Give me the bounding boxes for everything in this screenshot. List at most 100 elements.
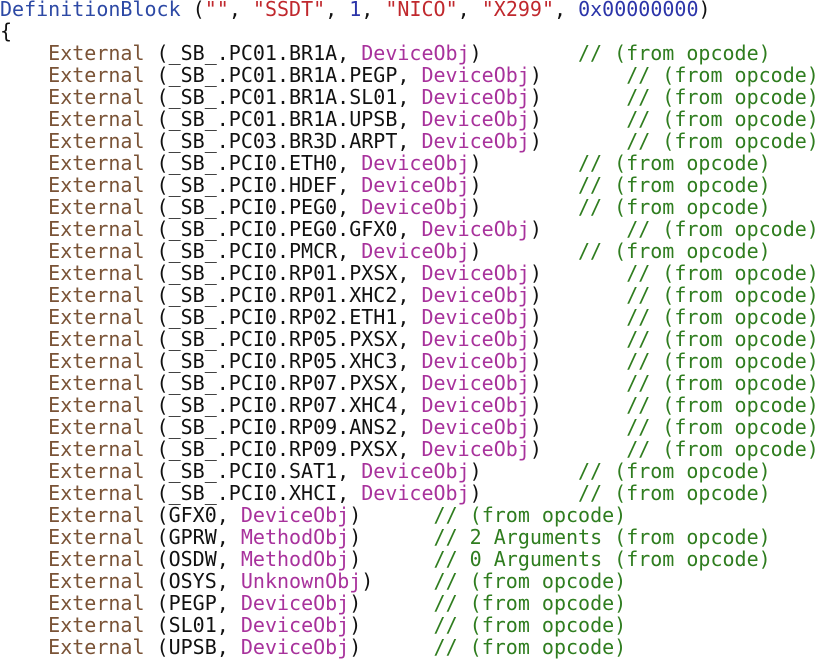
indent xyxy=(0,547,48,571)
comment-padding xyxy=(542,107,626,131)
external-comment: // (from opcode) xyxy=(578,239,771,263)
external-line: External (OSDW, MethodObj) // 0 Argument… xyxy=(0,548,836,570)
external-line: External (OSYS, UnknownObj) // (from opc… xyxy=(0,570,836,592)
external-type: DeviceObj xyxy=(361,151,470,175)
comment-padding xyxy=(542,349,626,373)
indent xyxy=(0,525,48,549)
external-line: External (_SB_.PCI0.XHCI, DeviceObj) // … xyxy=(0,482,836,504)
open-paren: ( xyxy=(144,481,169,505)
close-paren: ) xyxy=(349,525,362,549)
indent xyxy=(0,63,48,87)
external-keyword: External xyxy=(48,415,145,439)
external-path: _SB_.PC01.BR1A.PEGP xyxy=(168,63,398,87)
open-paren: ( xyxy=(144,239,169,263)
open-paren: ( xyxy=(144,305,169,329)
external-keyword: External xyxy=(48,349,145,373)
open-paren: ( xyxy=(144,415,169,439)
arg-separator: , xyxy=(361,0,386,21)
external-line: External (_SB_.PC01.BR1A.SL01, DeviceObj… xyxy=(0,86,836,108)
open-paren: ( xyxy=(144,459,169,483)
external-keyword: External xyxy=(48,371,145,395)
external-comment: // 0 Arguments (from opcode) xyxy=(433,547,771,571)
definition-block-arg: 1 xyxy=(349,0,362,21)
external-line: External (_SB_.PCI0.RP01.XHC2, DeviceObj… xyxy=(0,284,836,306)
external-type: DeviceObj xyxy=(421,415,530,439)
definition-block-arg: "SSDT" xyxy=(252,0,326,21)
external-path: _SB_.PCI0.RP01.PXSX xyxy=(168,261,398,285)
open-paren: ( xyxy=(144,437,169,461)
external-keyword: External xyxy=(48,503,145,527)
definition-block-arg: "" xyxy=(204,0,229,21)
indent xyxy=(0,283,48,307)
arg-separator: , xyxy=(457,0,482,21)
external-comment: // (from opcode) xyxy=(578,195,771,219)
comment-padding xyxy=(361,547,433,571)
arg-separator: , xyxy=(553,0,579,21)
external-comment: // (from opcode) xyxy=(626,217,819,241)
external-comment: // (from opcode) xyxy=(626,437,819,461)
external-keyword: External xyxy=(48,283,145,307)
indent xyxy=(0,591,48,615)
external-comment: // (from opcode) xyxy=(578,459,771,483)
code-editor[interactable]: DefinitionBlock ("", "SSDT", 1, "NICO", … xyxy=(0,0,836,658)
external-type: DeviceObj xyxy=(421,129,530,153)
comment-padding xyxy=(542,393,626,417)
close-paren: ) xyxy=(529,63,542,87)
external-line: External (_SB_.PCI0.RP09.ANS2, DeviceObj… xyxy=(0,416,836,438)
external-path: _SB_.PCI0.RP09.PXSX xyxy=(168,437,398,461)
close-paren: ) xyxy=(529,327,542,351)
external-line: External (_SB_.PCI0.RP07.PXSX, DeviceObj… xyxy=(0,372,836,394)
comment-padding xyxy=(482,195,578,219)
external-comment: // (from opcode) xyxy=(626,129,819,153)
external-line: External (_SB_.PCI0.RP07.XHC4, DeviceObj… xyxy=(0,394,836,416)
external-type: DeviceObj xyxy=(361,459,470,483)
open-paren: ( xyxy=(144,613,169,637)
external-line: External (GFX0, DeviceObj) // (from opco… xyxy=(0,504,836,526)
open-paren: ( xyxy=(144,261,169,285)
close-paren: ) xyxy=(529,437,542,461)
close-paren: ) xyxy=(529,305,542,329)
indent xyxy=(0,151,48,175)
external-type: DeviceObj xyxy=(240,591,350,615)
external-path: _SB_.PC03.BR3D.ARPT xyxy=(168,129,398,153)
open-paren: ( xyxy=(144,569,169,593)
close-paren: ) xyxy=(361,569,374,593)
external-line: External (_SB_.PCI0.ETH0, DeviceObj) // … xyxy=(0,152,836,174)
comment-padding xyxy=(361,591,433,615)
external-line: External (_SB_.PCI0.RP02.ETH1, DeviceObj… xyxy=(0,306,836,328)
comment-padding xyxy=(482,459,578,483)
external-line: External (_SB_.PCI0.RP09.PXSX, DeviceObj… xyxy=(0,438,836,460)
external-comment: // (from opcode) xyxy=(578,481,771,505)
external-path: _SB_.PCI0.XHCI xyxy=(168,481,338,505)
indent xyxy=(0,129,48,153)
arg-separator: , xyxy=(337,41,362,65)
comment-padding xyxy=(542,217,626,241)
comment-padding xyxy=(361,525,433,549)
external-comment: // (from opcode) xyxy=(626,283,819,307)
external-type: DeviceObj xyxy=(361,173,470,197)
arg-separator: , xyxy=(337,151,362,175)
external-keyword: External xyxy=(48,591,145,615)
external-type: DeviceObj xyxy=(421,437,530,461)
external-keyword: External xyxy=(48,525,145,549)
open-paren: ( xyxy=(144,349,169,373)
external-comment: // (from opcode) xyxy=(626,327,819,351)
arg-separator: , xyxy=(397,107,422,131)
open-paren: ( xyxy=(144,371,169,395)
external-keyword: External xyxy=(48,547,145,571)
indent xyxy=(0,217,48,241)
comment-padding xyxy=(482,481,578,505)
arg-separator: , xyxy=(325,0,350,21)
external-line: External (_SB_.PCI0.PMCR, DeviceObj) // … xyxy=(0,240,836,262)
close-paren: ) xyxy=(529,393,542,417)
indent xyxy=(0,261,48,285)
external-line: External (_SB_.PCI0.PEG0.GFX0, DeviceObj… xyxy=(0,218,836,240)
arg-separator: , xyxy=(397,415,422,439)
indent xyxy=(0,305,48,329)
open-paren: ( xyxy=(144,41,169,65)
arg-separator: , xyxy=(397,129,422,153)
close-paren: ) xyxy=(529,415,542,439)
comment-padding xyxy=(542,129,626,153)
comment-padding xyxy=(482,41,578,65)
close-paren: ) xyxy=(529,217,542,241)
